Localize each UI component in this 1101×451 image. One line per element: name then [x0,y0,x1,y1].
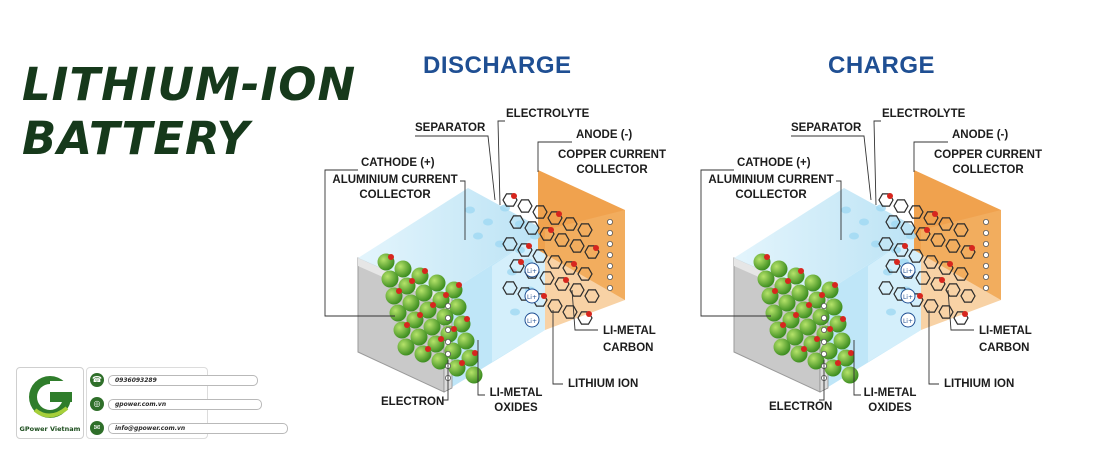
charge-alu-line-2: COLLECTOR [735,189,807,201]
title-line-1: LITHIUM-ION [22,58,357,111]
svg-text:Li+: Li+ [903,268,913,275]
discharge-lithium-ion-label: LITHIUM ION [568,378,639,390]
discharge-oxides-line: OXIDES [494,402,538,414]
globe-icon: ◎ [90,397,104,411]
discharge-aluminium-label: ALUMINIUM CURRENT COLLECTOR [330,173,460,203]
charge-separator-label: SEPARATOR [791,122,862,134]
charge-alu-line-1: ALUMINIUM CURRENT [708,174,834,186]
charge-electrolyte-label: ELECTROLYTE [882,108,966,120]
discharge-electron-label: ELECTRON [381,396,445,408]
li-ion-badge: Li+ [524,262,540,278]
discharge-electrolyte-label: ELECTROLYTE [506,108,590,120]
discharge-limetal2-line: LI-METAL [489,387,543,399]
discharge-alu-line-1: ALUMINIUM CURRENT [332,174,458,186]
discharge-separator-label: SEPARATOR [415,122,486,134]
brand-name: GPower Vietnam [19,425,81,433]
svg-text:Li+: Li+ [903,318,913,325]
charge-heading: CHARGE [828,52,936,79]
li-ion-badge: Li+ [524,312,540,328]
charge-aluminium-label: ALUMINIUM CURRENT COLLECTOR [706,173,836,203]
discharge-oxides-label: LI-METAL OXIDES [486,386,546,416]
charge-cathode-label: CATHODE (+) [737,157,811,169]
li-ion-badge: Li+ [900,312,916,328]
discharge-anode-label: ANODE (-) [576,129,633,141]
charge-copper-line-1: COPPER CURRENT [934,149,1042,161]
svg-text:Li+: Li+ [527,294,537,301]
discharge-limetal-label: LI-METAL [603,325,656,337]
charge-oxides-label: LI-METAL OXIDES [860,386,920,416]
charge-electron-label: ELECTRON [769,401,833,413]
phone-number: 0936093289 [108,375,258,386]
website-link[interactable]: gpower.com.vn [108,399,262,410]
charge-anode-label: ANODE (-) [952,129,1009,141]
charge-lithium-ion-label: LITHIUM ION [944,378,1015,390]
discharge-cathode-label: CATHODE (+) [361,157,435,169]
title-line-2: BATTERY [22,112,251,165]
charge-copper-line-2: COLLECTOR [952,164,1024,176]
mail-icon: ✉ [90,421,104,435]
battery-cell-charge: Li+ Li+ Li+ [700,120,1001,401]
charge-limetal2-line: LI-METAL [863,387,917,399]
discharge-alu-line-2: COLLECTOR [359,189,431,201]
discharge-carbon-label: CARBON [603,342,654,354]
gpower-logo-icon [29,376,72,418]
charge-copper-label: COPPER CURRENT COLLECTOR [932,148,1044,178]
discharge-copper-line-2: COLLECTOR [576,164,648,176]
charge-limetal-label: LI-METAL [979,325,1032,337]
page-title: LITHIUM-ION BATTERY [22,58,356,166]
email-link[interactable]: info@gpower.com.vn [108,423,288,434]
charge-oxides-line: OXIDES [868,402,912,414]
svg-text:Li+: Li+ [903,294,913,301]
brand-card: GPower Vietnam [16,367,84,439]
svg-text:Li+: Li+ [527,318,537,325]
discharge-copper-label: COPPER CURRENT COLLECTOR [556,148,668,178]
battery-cell-discharge: Li+ Li+ Li+ [324,120,625,401]
li-ion-badge: Li+ [900,262,916,278]
charge-carbon-label: CARBON [979,342,1030,354]
discharge-heading: DISCHARGE [423,52,572,79]
discharge-copper-line-1: COPPER CURRENT [558,149,666,161]
li-ion-badge: Li+ [524,288,540,304]
phone-icon: ☎ [90,373,104,387]
svg-text:Li+: Li+ [527,268,537,275]
li-ion-badge: Li+ [900,288,916,304]
